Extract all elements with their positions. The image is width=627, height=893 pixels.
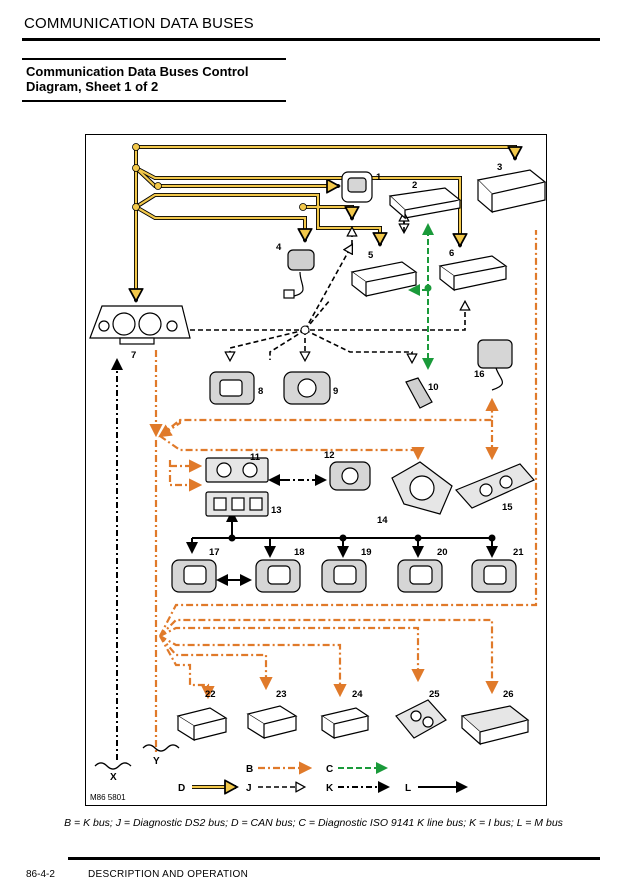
label-21: 21 [513, 547, 524, 558]
label-15: 15 [502, 502, 513, 513]
m-bus-node [414, 534, 422, 542]
component-15-instrument [454, 463, 535, 509]
subheader-rule-bottom [22, 100, 286, 102]
label-12: 12 [324, 450, 335, 461]
label-18: 18 [294, 547, 305, 558]
component-11-panel [205, 457, 269, 483]
label-9: 9 [333, 386, 338, 397]
subheader-rule-top [22, 58, 286, 60]
component-8-module [209, 371, 255, 405]
legend-label-c: C [326, 764, 333, 775]
label-4: 4 [276, 242, 282, 253]
section-title: COMMUNICATION DATA BUSES [24, 15, 254, 32]
bus-end-x: X [110, 772, 117, 783]
component-3-module [476, 169, 547, 214]
label-24: 24 [352, 689, 363, 700]
footer-section: DESCRIPTION AND OPERATION [88, 869, 249, 880]
i-bus [111, 358, 327, 760]
iso-k-line-bus [408, 223, 434, 370]
component-17-actuator [171, 559, 217, 593]
ds2-hub [300, 325, 310, 335]
label-26: 26 [503, 689, 514, 700]
can-node [132, 164, 140, 172]
component-12-motor [329, 461, 371, 491]
component-21-actuator [471, 559, 517, 593]
label-6: 6 [449, 248, 454, 259]
can-node [299, 203, 307, 211]
component-16-module [477, 339, 513, 391]
component-26-module [460, 705, 530, 746]
component-2-ecu [388, 187, 462, 220]
diagram-title-line2: Diagram, Sheet 1 of 2 [26, 79, 159, 94]
component-drawings [89, 169, 547, 746]
label-1: 1 [376, 172, 382, 183]
label-20: 20 [437, 547, 448, 558]
diagram-title: Communication Data Buses Control Diagram… [26, 64, 286, 94]
label-22: 22 [205, 689, 216, 700]
component-18-actuator [255, 559, 301, 593]
k-bus [149, 230, 538, 755]
component-22-module [176, 707, 228, 742]
label-19: 19 [361, 547, 372, 558]
component-10-connector [405, 377, 433, 409]
can-bus [132, 143, 516, 301]
component-24-module [320, 707, 370, 740]
label-5: 5 [368, 250, 374, 261]
label-8: 8 [258, 386, 263, 397]
label-23: 23 [276, 689, 287, 700]
diagram-frame [85, 134, 547, 806]
bus-end-y: Y [153, 756, 160, 767]
label-25: 25 [429, 689, 440, 700]
ds2-bus [190, 213, 465, 362]
component-1-module [341, 171, 373, 203]
label-2: 2 [412, 180, 417, 191]
label-7: 7 [131, 350, 136, 361]
legend-label-j: J [246, 783, 252, 794]
iso-node [424, 284, 432, 292]
component-14-steering-column [391, 461, 453, 515]
label-16: 16 [474, 369, 485, 380]
component-13-panel [205, 491, 269, 517]
component-20-actuator [397, 559, 443, 593]
can-node [132, 143, 140, 151]
legend-label-l: L [405, 783, 411, 794]
legend [192, 761, 468, 787]
m-bus-node [339, 534, 347, 542]
label-10: 10 [428, 382, 439, 393]
label-14: 14 [377, 515, 388, 526]
m-bus-node [488, 534, 496, 542]
label-3: 3 [497, 162, 502, 173]
component-23-module [246, 705, 298, 740]
diagram-title-line1: Communication Data Buses Control [26, 64, 249, 79]
m-bus-node [228, 534, 236, 542]
can-node [154, 182, 162, 190]
page-number: 86-4-2 [26, 869, 55, 880]
header-rule [22, 38, 600, 41]
component-19-actuator [321, 559, 367, 593]
component-25-switch-pack [395, 699, 447, 739]
figure-reference: M86 5801 [90, 793, 126, 802]
component-9-module [283, 371, 331, 405]
label-11: 11 [250, 452, 261, 463]
legend-label-d: D [178, 783, 185, 794]
can-node [132, 203, 140, 211]
component-7-instrument-pack [89, 305, 191, 345]
legend-label-b: B [246, 764, 253, 775]
component-5-module [350, 261, 418, 298]
legend-label-k: K [326, 783, 334, 794]
label-17: 17 [209, 547, 220, 558]
bus-key-caption: B = K bus; J = Diagnostic DS2 bus; D = C… [64, 817, 563, 829]
component-6-module [438, 255, 508, 292]
component-4-sensor [283, 249, 315, 299]
label-13: 13 [271, 505, 282, 516]
bus-end-marks [94, 744, 180, 770]
footer-rule [68, 857, 600, 860]
